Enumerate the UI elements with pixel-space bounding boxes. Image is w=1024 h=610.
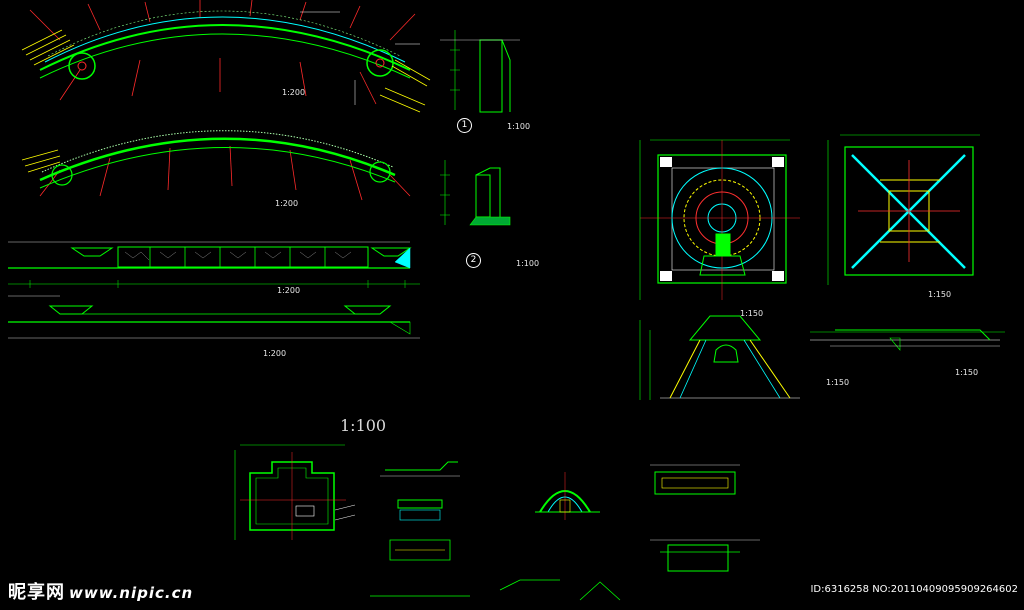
pavilion-plan <box>639 139 800 300</box>
watermark-logo-text: 昵享网 <box>8 582 65 603</box>
pavilion-elevation-scale: 1:150 <box>826 378 850 387</box>
side-detail-1-marker: 1 <box>457 118 472 133</box>
back-elevation-scale: 1:200 <box>263 349 287 358</box>
arc-wall-section <box>21 130 411 201</box>
front-elevation <box>8 241 420 288</box>
pavilion-section-scale: 1:150 <box>955 368 979 377</box>
pavilion-elevation <box>639 315 800 400</box>
drawing-scale-heading: 1:100 <box>340 416 387 435</box>
plan-scale: 1:200 <box>282 88 306 97</box>
side-detail-1 <box>440 30 520 113</box>
side-detail-2-scale: 1:100 <box>516 259 540 268</box>
side-detail-2-marker: 2 <box>466 253 481 268</box>
side-detail-2 <box>440 160 511 226</box>
side-detail-1-scale: 1:100 <box>507 122 531 131</box>
back-elevation <box>8 295 420 339</box>
pavilion-section <box>810 329 1005 351</box>
watermark-url: www.nipic.cn <box>69 584 194 602</box>
bottom-detail-plan <box>234 444 356 540</box>
bottom-detail-arch <box>535 472 600 520</box>
pavilion-plan-scale: 1:150 <box>740 309 764 318</box>
section-scale: 1:200 <box>275 199 299 208</box>
bottom-detail-c <box>370 579 621 601</box>
pavilion-roof-scale: 1:150 <box>928 290 952 299</box>
front-elevation-scale: 1:200 <box>277 286 301 295</box>
pavilion-roof-plan <box>827 134 980 285</box>
watermark-id: ID:6316258 NO:20110409095909264602 <box>810 584 1018 595</box>
arc-wall-plan <box>21 0 431 113</box>
bottom-detail-a <box>380 461 460 561</box>
bottom-detail-b <box>650 464 760 572</box>
